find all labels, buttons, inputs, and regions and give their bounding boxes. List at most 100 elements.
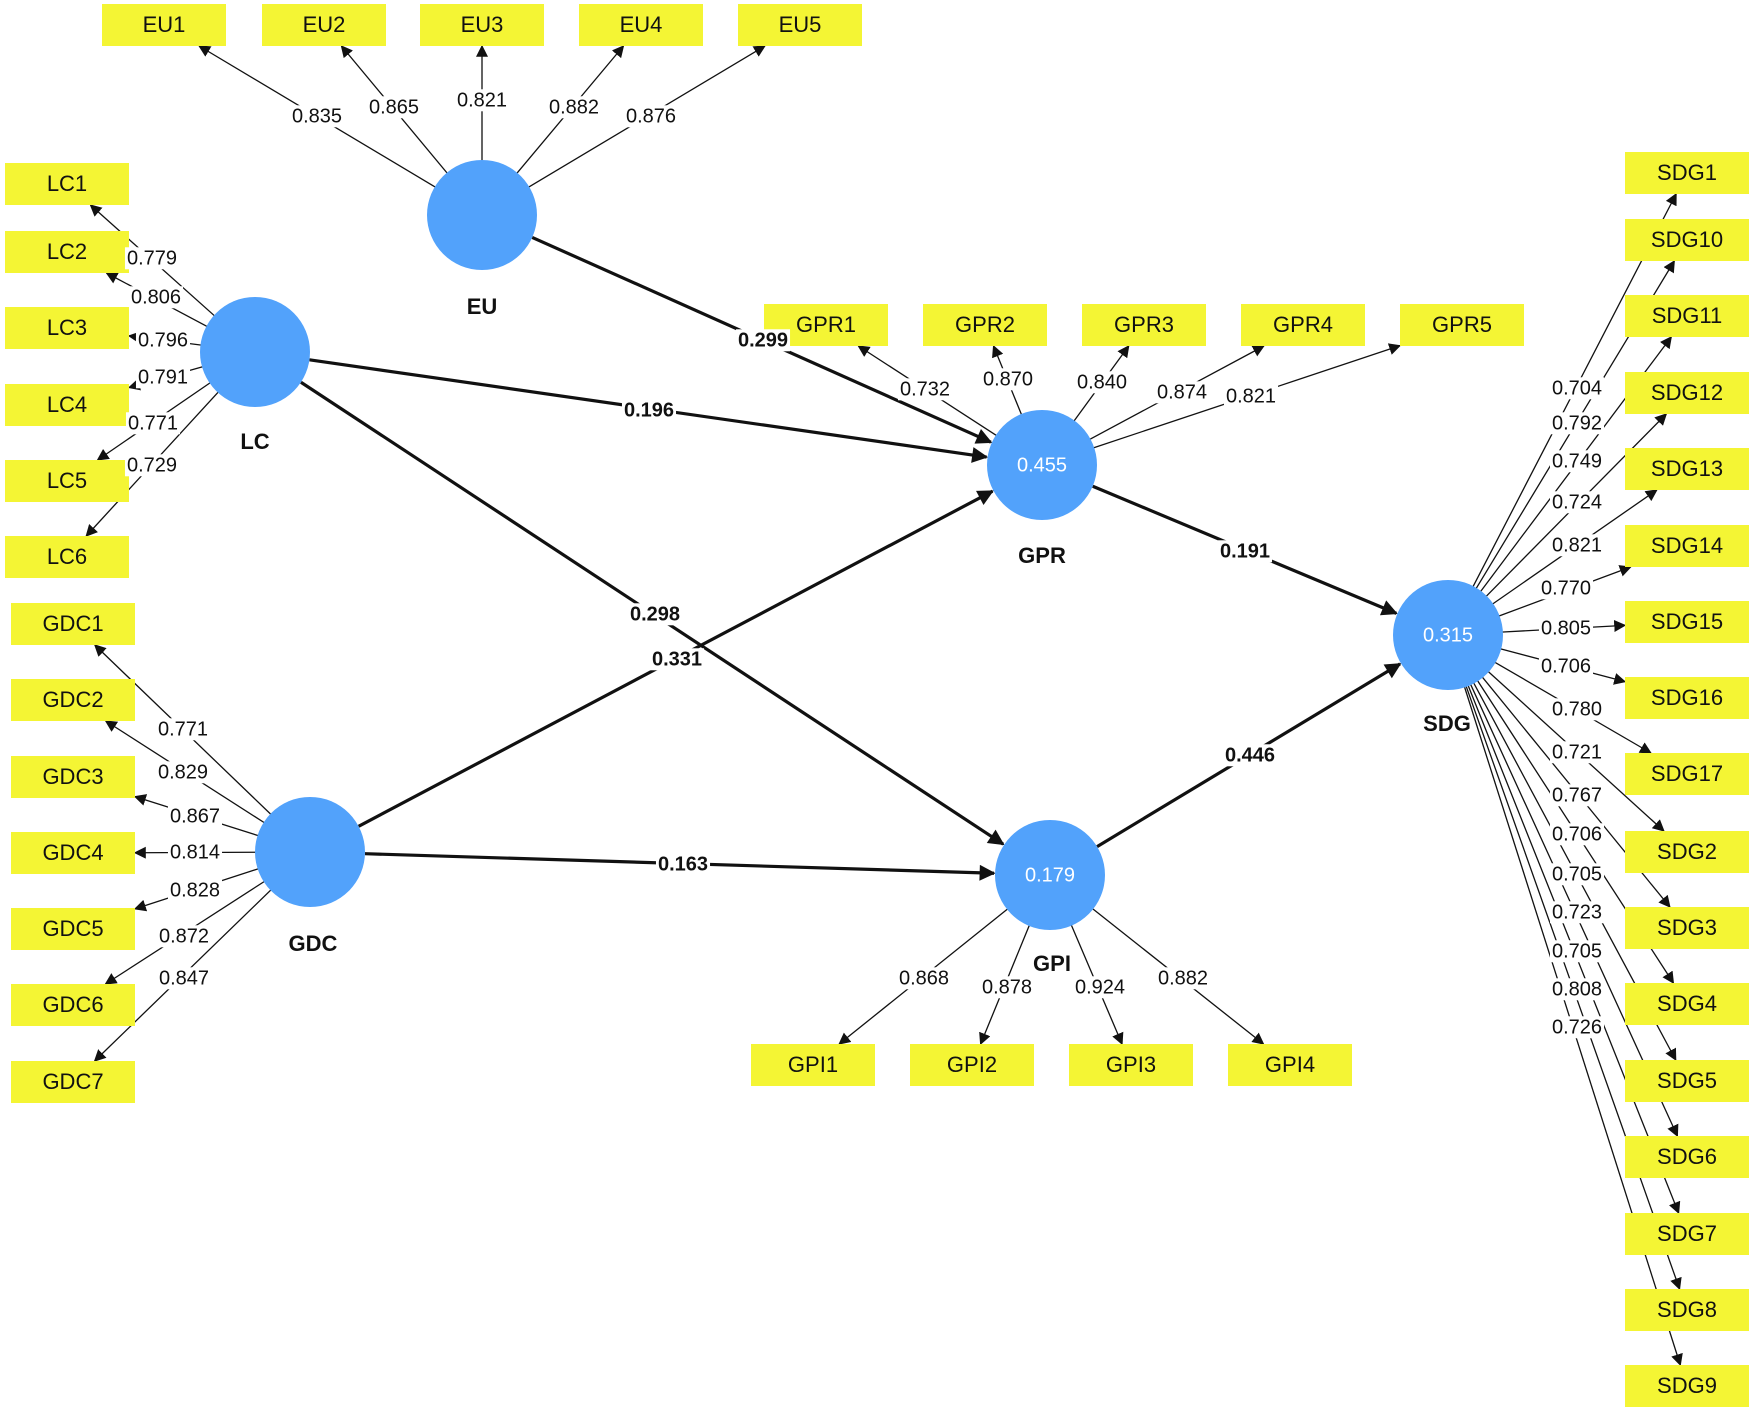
path-coefficient-eu-gpr: 0.299 bbox=[735, 329, 791, 352]
indicator-gdc2[interactable]: GDC2 bbox=[11, 679, 135, 721]
indicator-box bbox=[11, 908, 135, 950]
indicator-gdc6[interactable]: GDC6 bbox=[11, 984, 135, 1026]
indicator-sdg9[interactable]: SDG9 bbox=[1625, 1365, 1749, 1407]
indicator-gdc4[interactable]: GDC4 bbox=[11, 832, 135, 874]
indicator-box bbox=[910, 1044, 1034, 1086]
indicator-box bbox=[5, 384, 129, 426]
label-text: 0.779 bbox=[127, 247, 177, 269]
indicator-label: SDG14 bbox=[1651, 533, 1723, 558]
construct-circle bbox=[255, 797, 365, 907]
indicator-sdg7[interactable]: SDG7 bbox=[1625, 1213, 1749, 1255]
indicator-eu1[interactable]: EU1 bbox=[102, 4, 226, 46]
label-background bbox=[649, 648, 705, 671]
indicator-sdg10[interactable]: SDG10 bbox=[1625, 219, 1749, 261]
label-text: 0.196 bbox=[624, 399, 674, 421]
indicator-label: SDG11 bbox=[1652, 303, 1723, 328]
indicator-gdc5[interactable]: GDC5 bbox=[11, 908, 135, 950]
label-background bbox=[1549, 940, 1605, 963]
indicator-label: SDG3 bbox=[1657, 915, 1717, 940]
loading-value-sdg8: 0.808 bbox=[1549, 978, 1605, 1001]
indicator-sdg11[interactable]: SDG11 bbox=[1625, 295, 1749, 337]
indicator-lc6[interactable]: LC6 bbox=[5, 536, 129, 578]
indicator-sdg16[interactable]: SDG16 bbox=[1625, 677, 1749, 719]
indicator-gpr2[interactable]: GPR2 bbox=[923, 304, 1047, 346]
label-background bbox=[627, 603, 683, 626]
loading-value-sdg14: 0.770 bbox=[1538, 577, 1594, 600]
indicator-sdg17[interactable]: SDG17 bbox=[1625, 753, 1749, 795]
indicator-sdg15[interactable]: SDG15 bbox=[1625, 601, 1749, 643]
indicator-sdg6[interactable]: SDG6 bbox=[1625, 1136, 1749, 1178]
label-text: 0.791 bbox=[138, 366, 188, 388]
indicator-eu5[interactable]: EU5 bbox=[738, 4, 862, 46]
construct-circle bbox=[995, 820, 1105, 930]
indicator-gpr4[interactable]: GPR4 bbox=[1241, 304, 1365, 346]
indicator-sdg12[interactable]: SDG12 bbox=[1625, 372, 1749, 414]
label-background bbox=[366, 96, 422, 119]
indicator-eu2[interactable]: EU2 bbox=[262, 4, 386, 46]
label-text: 0.821 bbox=[1552, 534, 1602, 556]
indicator-sdg2[interactable]: SDG2 bbox=[1625, 831, 1749, 873]
indicator-sdg13[interactable]: SDG13 bbox=[1625, 448, 1749, 490]
indicator-gdc1[interactable]: GDC1 bbox=[11, 603, 135, 645]
indicator-box bbox=[738, 4, 862, 46]
loading-value-eu1: 0.835 bbox=[289, 105, 345, 128]
construct-circle bbox=[987, 410, 1097, 520]
construct-circle bbox=[200, 297, 310, 407]
loading-value-eu4: 0.882 bbox=[546, 96, 602, 119]
indicator-gpi4[interactable]: GPI4 bbox=[1228, 1044, 1352, 1086]
indicator-lc1[interactable]: LC1 bbox=[5, 163, 129, 205]
indicator-lc5[interactable]: LC5 bbox=[5, 460, 129, 502]
indicator-label: EU2 bbox=[303, 12, 346, 37]
loading-value-sdg10: 0.792 bbox=[1549, 412, 1605, 435]
indicator-label: SDG1 bbox=[1657, 160, 1717, 185]
label-text: 0.840 bbox=[1077, 371, 1127, 393]
indicator-gpi1[interactable]: GPI1 bbox=[751, 1044, 875, 1086]
indicator-box bbox=[5, 231, 129, 273]
indicator-label: GDC3 bbox=[42, 764, 103, 789]
label-background bbox=[1538, 617, 1594, 640]
indicator-sdg3[interactable]: SDG3 bbox=[1625, 907, 1749, 949]
indicator-gpr3[interactable]: GPR3 bbox=[1082, 304, 1206, 346]
indicator-eu4[interactable]: EU4 bbox=[579, 4, 703, 46]
label-background bbox=[1549, 901, 1605, 924]
loading-value-sdg2: 0.721 bbox=[1549, 741, 1605, 764]
indicator-label: GPI2 bbox=[947, 1052, 997, 1077]
indicator-gpi3[interactable]: GPI3 bbox=[1069, 1044, 1193, 1086]
indicator-sdg4[interactable]: SDG4 bbox=[1625, 983, 1749, 1025]
indicator-sdg5[interactable]: SDG5 bbox=[1625, 1060, 1749, 1102]
indicator-box bbox=[5, 307, 129, 349]
label-text: 0.867 bbox=[170, 805, 220, 827]
indicator-gpi2[interactable]: GPI2 bbox=[910, 1044, 1034, 1086]
indicator-sdg8[interactable]: SDG8 bbox=[1625, 1289, 1749, 1331]
label-text: 0.808 bbox=[1552, 978, 1602, 1000]
indicator-gdc3[interactable]: GDC3 bbox=[11, 756, 135, 798]
r-squared-value: 0.315 bbox=[1423, 624, 1473, 646]
indicator-lc3[interactable]: LC3 bbox=[5, 307, 129, 349]
label-background bbox=[1549, 698, 1605, 721]
label-background bbox=[1549, 412, 1605, 435]
indicator-box bbox=[1625, 983, 1749, 1025]
indicator-lc2[interactable]: LC2 bbox=[5, 231, 129, 273]
construct-gdc[interactable]: GDC bbox=[255, 797, 365, 956]
indicator-sdg14[interactable]: SDG14 bbox=[1625, 525, 1749, 567]
loading-value-gpr2: 0.870 bbox=[980, 368, 1036, 391]
indicator-sdg1[interactable]: SDG1 bbox=[1625, 152, 1749, 194]
indicator-label: SDG2 bbox=[1657, 839, 1717, 864]
indicator-eu3[interactable]: EU3 bbox=[420, 4, 544, 46]
label-background bbox=[1549, 1016, 1605, 1039]
indicator-gpr5[interactable]: GPR5 bbox=[1400, 304, 1524, 346]
construct-eu[interactable]: EU bbox=[427, 160, 537, 319]
construct-lc[interactable]: LC bbox=[200, 297, 310, 454]
label-background bbox=[1549, 377, 1605, 400]
indicator-gdc7[interactable]: GDC7 bbox=[11, 1061, 135, 1103]
indicator-lc4[interactable]: LC4 bbox=[5, 384, 129, 426]
node-layer: EU1 EU2 EU3 EU4 EU5LC1LC2LC3LC4LC5LC6GDC1GDC… bbox=[5, 4, 1749, 1407]
loading-value-lc1: 0.779 bbox=[124, 247, 180, 270]
loading-value-sdg17: 0.780 bbox=[1549, 698, 1605, 721]
label-text: 0.828 bbox=[170, 879, 220, 901]
loading-value-eu2: 0.865 bbox=[366, 96, 422, 119]
